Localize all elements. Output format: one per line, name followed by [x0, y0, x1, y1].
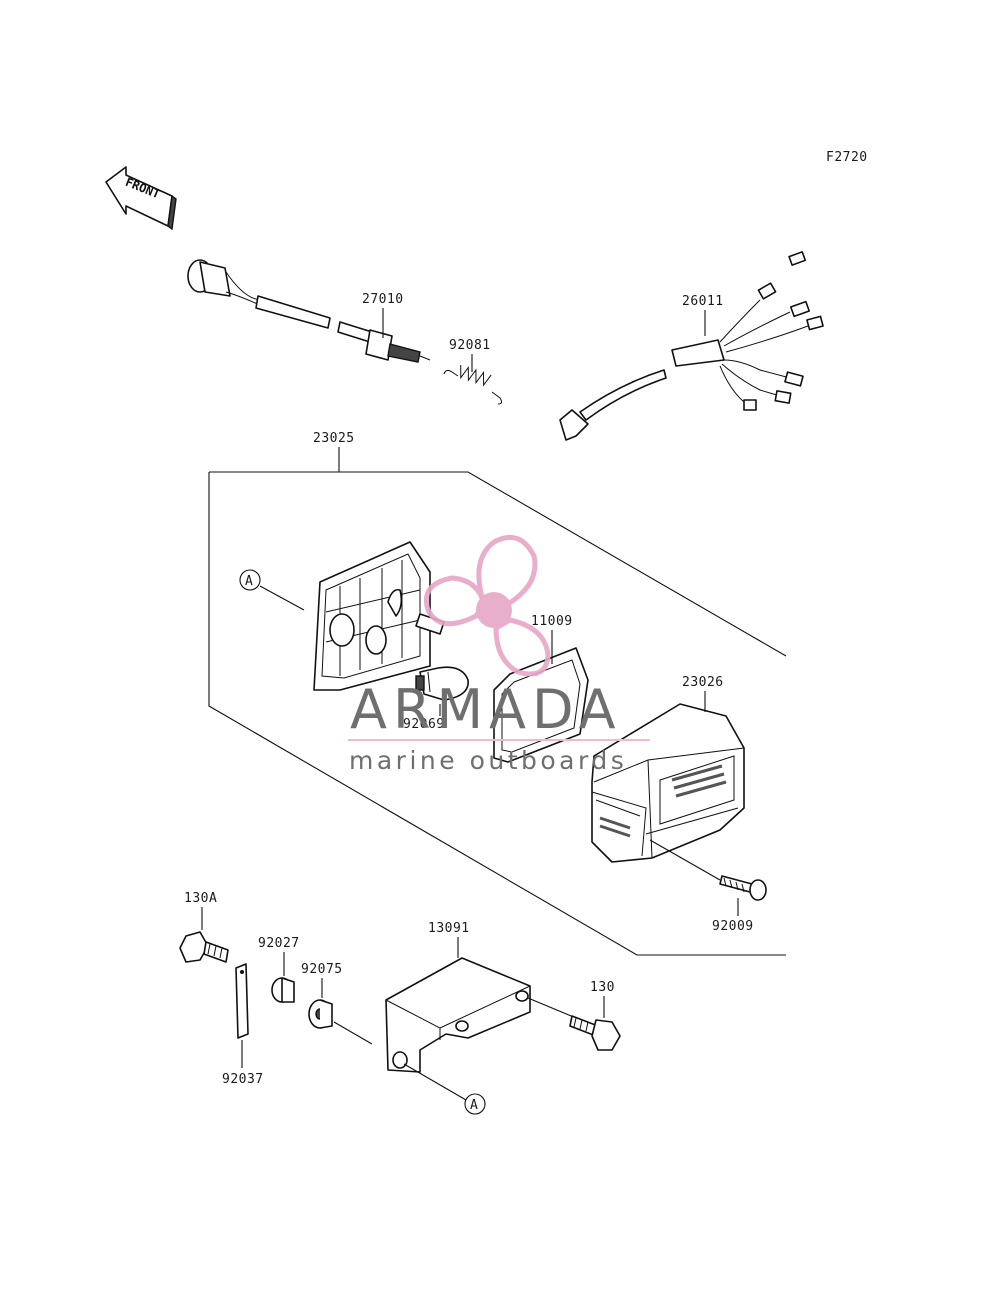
label-92009: 92009: [712, 919, 754, 934]
label-130a: 130A: [184, 891, 217, 906]
label-92037: 92037: [222, 1072, 264, 1087]
part-92027-collar: [271, 977, 295, 1003]
callout-a-top: A: [239, 569, 305, 611]
part-lamp-housing: [313, 541, 445, 691]
part-26011-harness: [559, 251, 824, 441]
label-23025: 23025: [313, 431, 355, 446]
part-92009-screw: [649, 839, 767, 901]
watermark-tagline: marine outboards: [349, 746, 627, 775]
callout-a-bottom-letter: A: [470, 1098, 478, 1113]
label-11009: 11009: [531, 614, 573, 629]
part-92075-grommet: [308, 999, 373, 1045]
part-92069-bulb: [415, 666, 469, 701]
front-arrow-icon: FRONT: [105, 166, 177, 231]
part-92037-strap: [235, 963, 249, 1039]
label-92027: 92027: [258, 936, 300, 951]
assembly-23025-outline: [208, 471, 787, 956]
callout-a-top-letter: A: [245, 574, 253, 589]
label-92075: 92075: [301, 962, 343, 977]
part-23026-lens: [591, 703, 745, 863]
watermark: ARMADA marine outboards: [348, 534, 650, 775]
callout-a-bottom: A: [403, 1063, 486, 1115]
label-92069: 92069: [403, 717, 445, 732]
label-13091: 13091: [428, 921, 470, 936]
part-13091-bracket: [385, 957, 577, 1073]
part-11009-gasket: [493, 647, 589, 763]
figure-code: F2720: [826, 150, 868, 165]
label-23026: 23026: [682, 675, 724, 690]
label-26011: 26011: [682, 294, 724, 309]
label-92081: 92081: [449, 338, 491, 353]
part-92081-spring: [443, 365, 503, 405]
label-27010: 27010: [362, 292, 404, 307]
part-130a-bolt: [179, 931, 229, 963]
watermark-brand: ARMADA: [350, 678, 622, 741]
label-130: 130: [590, 980, 615, 995]
part-27010-socket: [187, 259, 431, 363]
propeller-logo-icon: [424, 534, 551, 677]
part-130-bolt: [569, 1015, 621, 1051]
